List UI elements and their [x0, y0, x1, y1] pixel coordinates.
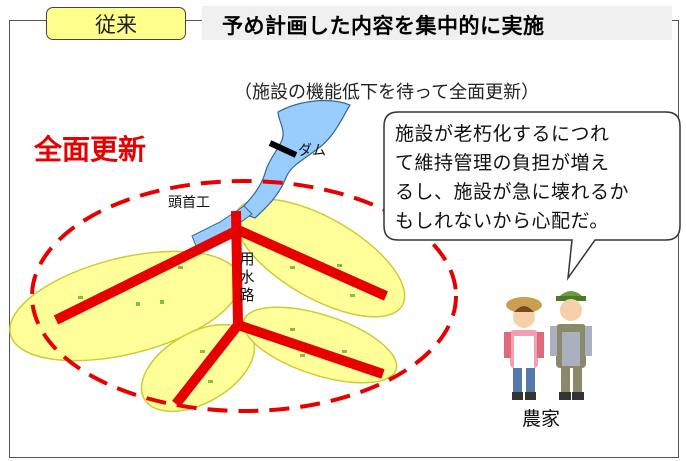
farmers-label: 農家	[522, 408, 561, 430]
dam-label: ダム	[298, 143, 326, 159]
farmer-woman-icon	[504, 297, 544, 400]
full-renewal-label: 全面更新	[34, 133, 147, 166]
speech-line: 施設が老朽化するにつれ	[395, 123, 610, 145]
canal-label-char: 路	[239, 286, 255, 304]
headworks-label: 頭首工	[168, 195, 210, 211]
canal-network	[53, 210, 389, 408]
conventional-tag-label: 従来	[95, 12, 137, 37]
condition-note: （施設の機能低下を待って全面更新）	[234, 82, 540, 103]
farmer-man-icon	[550, 291, 592, 400]
headline: 予め計画した内容を集中的に実施	[222, 14, 545, 38]
canal-label-char: 水	[239, 268, 255, 286]
renewal-boundary	[30, 179, 458, 413]
dam-wall	[268, 140, 298, 158]
canal-label: 用 水 路	[238, 250, 256, 304]
farm-fields	[9, 198, 406, 413]
canal-label-char: 用	[239, 250, 255, 268]
river-water	[236, 99, 351, 219]
speech-line: もしれないから心配だ。	[395, 210, 609, 232]
speech-line: るし、施設が急に壊れるか	[395, 181, 630, 203]
speech-bubble-text: 施設が老朽化するにつれ て維持管理の負担が増え るし、施設が急に壊れるか もしれ…	[395, 120, 680, 236]
conventional-tag: 従来	[46, 7, 186, 40]
header-band	[202, 6, 672, 40]
speech-line: て維持管理の負担が増え	[395, 152, 610, 174]
speech-bubble	[383, 111, 681, 281]
